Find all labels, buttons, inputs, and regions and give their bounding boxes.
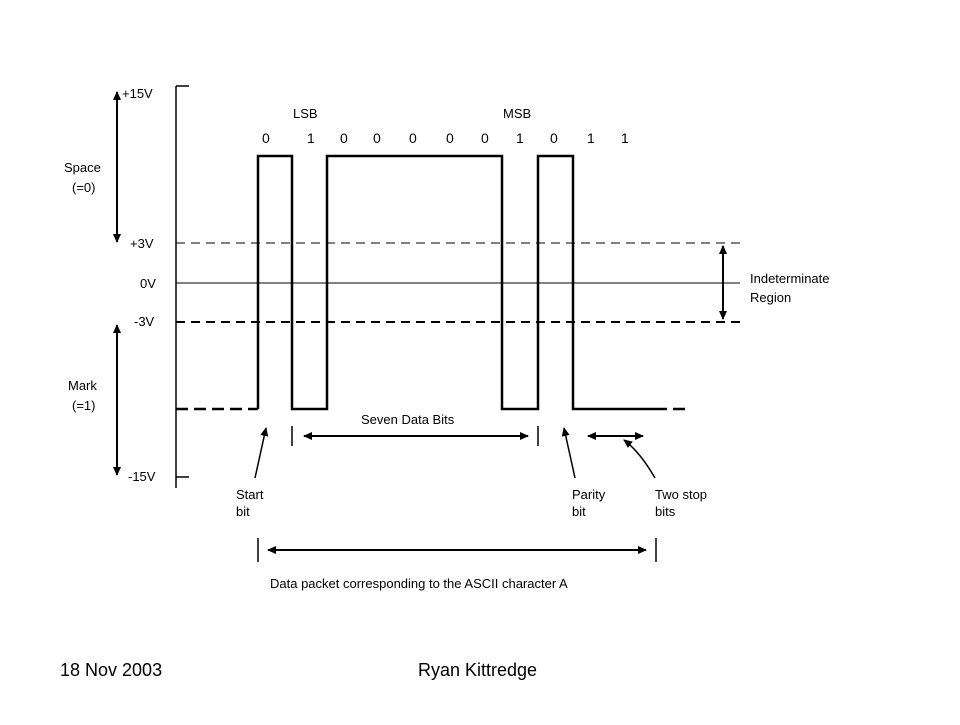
parity-bit-label-2: bit [572, 504, 586, 519]
signal-waveform [256, 154, 655, 411]
label-plus3v: +3V [130, 236, 154, 251]
bit-value: 0 [262, 130, 270, 146]
bit-value: 1 [307, 130, 315, 146]
bit-value: 0 [409, 130, 417, 146]
start-bit-pointer [254, 427, 269, 479]
msb-label: MSB [503, 106, 531, 121]
space-label: Space [64, 160, 101, 175]
label-minus15v: -15V [128, 469, 156, 484]
seven-data-bits-label: Seven Data Bits [361, 412, 455, 427]
bit-value: 0 [446, 130, 454, 146]
bit-value: 0 [481, 130, 489, 146]
bit-value: 1 [516, 130, 524, 146]
stop-bits-label: Two stop [655, 487, 707, 502]
start-bit-label: Start [236, 487, 264, 502]
footer-author: Ryan Kittredge [418, 660, 538, 680]
label-minus3v: -3V [134, 314, 155, 329]
region-label: Region [750, 290, 791, 305]
packet-caption: Data packet corresponding to the ASCII c… [270, 576, 568, 591]
bit-value: 0 [340, 130, 348, 146]
mark-value: (=1) [72, 398, 95, 413]
mark-label: Mark [68, 378, 97, 393]
indeterminate-label: Indeterminate [750, 271, 830, 286]
parity-bit-label: Parity [572, 487, 606, 502]
stop-bits-pointer [623, 439, 656, 479]
bit-value: 1 [621, 130, 629, 146]
lsb-label: LSB [293, 106, 318, 121]
bit-value: 0 [373, 130, 381, 146]
bit-value: 0 [550, 130, 558, 146]
label-0v: 0V [140, 276, 156, 291]
bit-value: 1 [587, 130, 595, 146]
start-bit-label-2: bit [236, 504, 250, 519]
space-value: (=0) [72, 180, 95, 195]
stop-bits-label-2: bits [655, 504, 676, 519]
footer-date: 18 Nov 2003 [60, 660, 163, 680]
label-plus15v: +15V [122, 86, 153, 101]
parity-bit-pointer [561, 427, 576, 479]
bit-values: 0 1 0 0 0 0 0 1 0 1 1 [262, 130, 629, 146]
